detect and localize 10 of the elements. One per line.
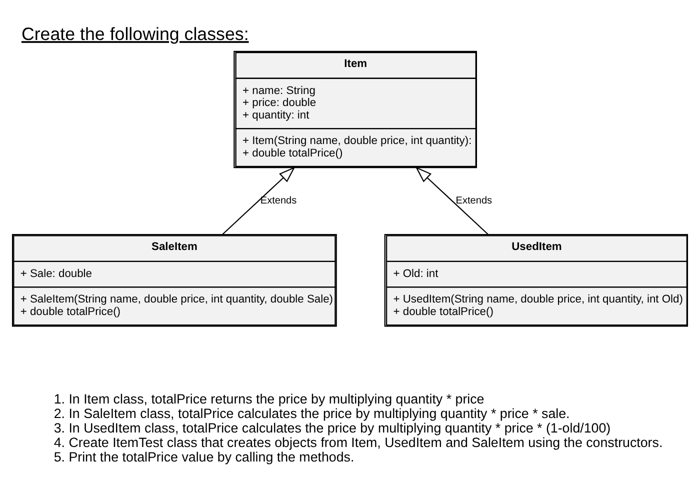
- edge-label: Extends: [456, 196, 492, 207]
- arrow: [415, 166, 489, 235]
- label: 1. In Item class, totalPrice returns the price by multiplying quantity * price: [54, 391, 484, 406]
- arrow: [222, 166, 296, 235]
- edge-label: Extends: [260, 196, 297, 207]
- label: 3. In UsedItem class, totalPrice calculates the price by multiplying quantity * price * (1-old/100): [54, 420, 611, 436]
- label: 5. Print the totalPrice value by calling the methods.: [54, 449, 354, 464]
- label: 2. In SaleItem class, totalPrice calculates the price by multiplying quantity * price * sale.: [54, 406, 570, 421]
- diagram-title: Create the following classes:: [21, 24, 249, 44]
- label: 4. Create ItemTest class that creates objects from Item, UsedItem and SaleItem using the constructors.: [54, 434, 663, 450]
